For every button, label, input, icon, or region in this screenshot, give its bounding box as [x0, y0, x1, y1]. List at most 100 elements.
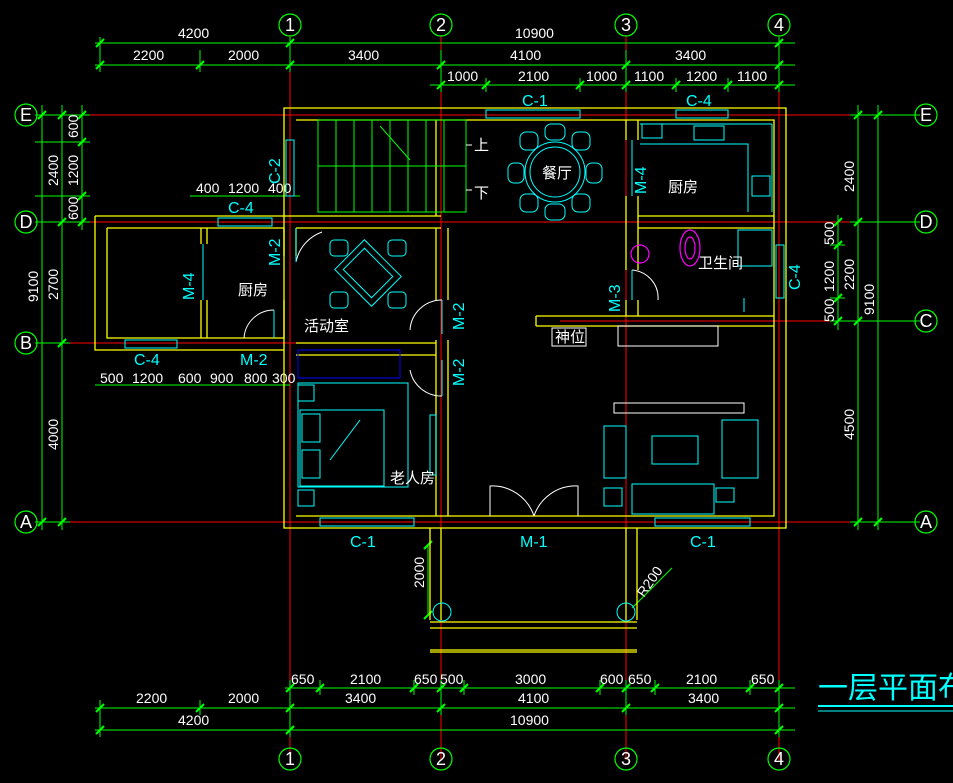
- tag-m2-a: M-2: [267, 238, 284, 266]
- dim-bot-10900: 10900: [510, 712, 549, 728]
- room-label-elder: 老人房: [390, 469, 435, 487]
- axis-label-right-c: C: [920, 311, 933, 331]
- dim-right-1200: 1200: [821, 261, 837, 292]
- dim-left-9100: 9100: [25, 271, 41, 302]
- axis-label-right-a: A: [920, 512, 932, 532]
- axis-label-top-3: 3: [621, 15, 631, 35]
- dim-bot-2000: 2000: [228, 690, 259, 706]
- axis-label-bottom-4: 4: [774, 749, 784, 769]
- axis-label-top-1: 1: [285, 15, 295, 35]
- bathroom-fixtures: [630, 229, 701, 267]
- dim-top-4200: 4200: [178, 25, 209, 41]
- walls: [94, 107, 787, 653]
- staircase: [317, 119, 472, 213]
- room-label-shrine: 神位: [555, 328, 585, 346]
- dim-left-4000: 4000: [45, 419, 61, 450]
- room-label-bathroom: 卫生间: [698, 254, 743, 272]
- radius-leader: [631, 567, 673, 609]
- dim-left-2700: 2700: [45, 269, 61, 300]
- axis-label-bottom-3: 3: [621, 749, 631, 769]
- dim-wing-500: 500: [100, 370, 124, 386]
- dim-left-1200: 1200: [65, 155, 81, 186]
- dim-top3-2100: 2100: [518, 68, 549, 84]
- dim-right-9100: 9100: [861, 284, 877, 315]
- dim-right-500a: 500: [821, 221, 837, 245]
- axis-label-left-b: B: [20, 333, 32, 353]
- dim-bot-650b: 650: [414, 671, 438, 687]
- axis-lines: [35, 35, 920, 760]
- dim-top-4100: 4100: [510, 47, 541, 63]
- dim-porch-2000: 2000: [411, 557, 427, 588]
- room-label-activity: 活动室: [304, 317, 349, 335]
- dim-bot-650a: 650: [291, 671, 315, 687]
- dim-bot-3400a: 3400: [345, 690, 376, 706]
- dim-kitchen-400a: 400: [196, 180, 220, 196]
- dim-left-2400: 2400: [45, 155, 61, 186]
- tag-c1-top: C-1: [522, 93, 548, 110]
- dim-top3-1200: 1200: [686, 68, 717, 84]
- axis-label-left-d: D: [20, 212, 33, 232]
- dim-radius: R200: [633, 563, 665, 600]
- dim-top3-1100a: 1100: [634, 68, 664, 84]
- dim-right-500b: 500: [821, 298, 837, 322]
- dim-right-4500: 4500: [841, 409, 857, 440]
- axis-label-top-2: 2: [436, 15, 446, 35]
- dim-bot-650d: 650: [751, 671, 775, 687]
- dim-top-3400b: 3400: [675, 47, 706, 63]
- dim-bot-3400b: 3400: [688, 690, 719, 706]
- tag-m4-left: M-4: [181, 272, 198, 300]
- tag-m4-kitchen: M-4: [633, 166, 650, 194]
- tag-m3: M-3: [607, 284, 624, 312]
- dim-wing-1200: 1200: [132, 370, 163, 386]
- tag-m2-c: M-2: [451, 302, 468, 330]
- dim-bot-4200: 4200: [178, 712, 209, 728]
- dim-left-600b: 600: [65, 196, 81, 220]
- tag-c4-right: C-4: [787, 264, 804, 290]
- dim-bot-2200: 2200: [136, 690, 167, 706]
- dim-wing-600: 600: [178, 370, 202, 386]
- tag-m2-d: M-2: [451, 358, 468, 386]
- doors: [202, 140, 659, 517]
- room-label-kitchen-left: 厨房: [238, 281, 268, 299]
- axis-bubbles: [14, 13, 938, 771]
- dim-bot-2100b: 2100: [686, 671, 717, 687]
- axis-label-left-a: A: [20, 512, 32, 532]
- dim-bot-500: 500: [440, 671, 464, 687]
- dim-left-600a: 600: [65, 114, 81, 138]
- windows: [124, 109, 785, 527]
- axis-label-left-e: E: [20, 105, 32, 125]
- tag-m2-b: M-2: [240, 352, 268, 369]
- dim-bot-2100a: 2100: [350, 671, 381, 687]
- room-label-kitchen-right: 厨房: [668, 178, 698, 196]
- tag-c1-bottom-left: C-1: [350, 534, 376, 551]
- tag-c1-bottom-right: C-1: [690, 534, 716, 551]
- dim-top3-1000b: 1000: [586, 68, 617, 84]
- dim-right-2400: 2400: [841, 161, 857, 192]
- tag-c4-wing-top: C-4: [228, 200, 254, 217]
- tag-c4-top: C-4: [686, 93, 712, 110]
- tag-c2: C-2: [267, 158, 284, 184]
- room-label-dining: 餐厅: [542, 164, 572, 182]
- dim-kitchen-1200: 1200: [228, 180, 259, 196]
- dimension-ticks: [37, 38, 883, 735]
- dim-bot-600: 600: [600, 671, 624, 687]
- axis-label-right-d: D: [920, 212, 933, 232]
- dim-bot-4100: 4100: [518, 690, 549, 706]
- axis-label-top-4: 4: [774, 15, 784, 35]
- furniture: [297, 123, 773, 515]
- dim-wing-800: 800: [244, 370, 268, 386]
- tag-m1: M-1: [520, 534, 548, 551]
- axis-label-bottom-1: 1: [285, 749, 295, 769]
- drawing-title: 一层平面布: [818, 671, 953, 706]
- dim-top-3400a: 3400: [348, 47, 379, 63]
- tag-c4-wing-bottom: C-4: [134, 352, 160, 369]
- axis-label-right-e: E: [920, 105, 932, 125]
- stair-down-label: 下: [474, 184, 489, 202]
- porch-columns: [432, 602, 636, 622]
- dim-bot-3000: 3000: [515, 671, 546, 687]
- dim-top-2200: 2200: [133, 47, 164, 63]
- dim-bot-650c: 650: [628, 671, 652, 687]
- dim-top-10900: 10900: [515, 25, 554, 41]
- dim-wing-900: 900: [210, 370, 234, 386]
